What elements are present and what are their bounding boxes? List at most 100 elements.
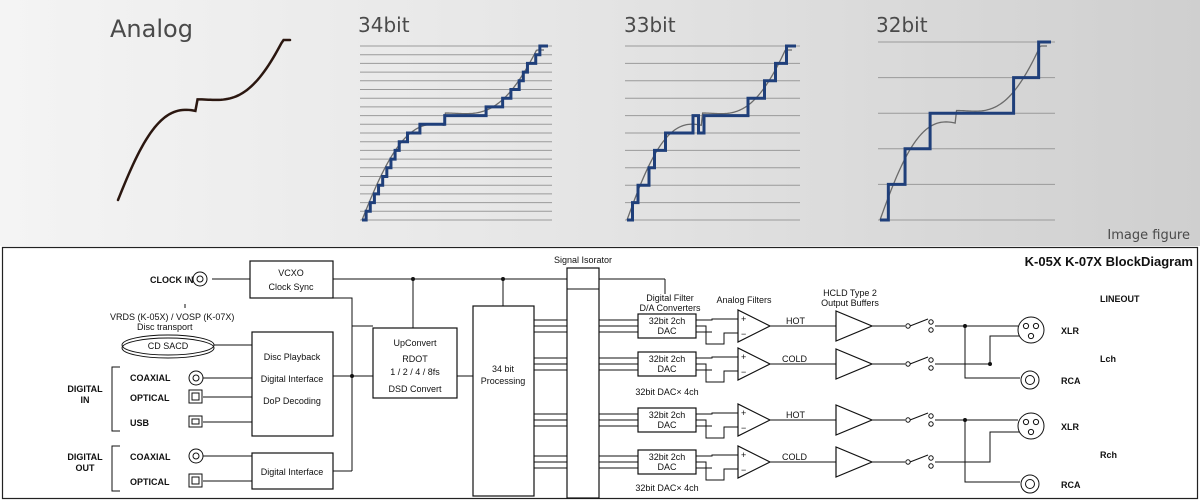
- hot-label-l: HOT: [786, 316, 806, 326]
- usb-in-label: USB: [130, 418, 150, 428]
- cd-sacd-label: CD SACD: [148, 341, 189, 351]
- xlr-connector-r: [1017, 412, 1045, 440]
- relay-contact: [928, 357, 934, 363]
- wires: [184, 278, 1020, 483]
- transport-label: VRDS (K-05X) / VOSP (K-07X): [110, 312, 234, 322]
- dac-label-2: DAC: [657, 420, 677, 430]
- block-diagram: K-05X K-07X BlockDiagram: [0, 246, 1200, 500]
- lineout-label: LINEOUT: [1100, 294, 1140, 304]
- cold-label-r: COLD: [782, 452, 808, 462]
- buffer-triangle: [835, 310, 874, 342]
- lch-label: Lch: [1100, 354, 1116, 364]
- wire: [696, 356, 738, 359]
- relay-arm: [909, 356, 929, 365]
- hot-label-r: HOT: [786, 410, 806, 420]
- relay-arm: [909, 318, 929, 327]
- dac-label: 32bit 2ch: [649, 410, 686, 420]
- disc-icon: [121, 334, 215, 356]
- disc-transport-label: Disc transport: [137, 322, 193, 332]
- dac-label: 32bit 2ch: [649, 316, 686, 326]
- plus-sign: +: [741, 450, 746, 460]
- image-figure-caption: Image figure: [1107, 228, 1190, 243]
- bit-depth-svg: Analog 34bit 33bit 32bit Image figure: [110, 13, 1190, 243]
- panel-title-33bit: 33bit: [624, 13, 676, 37]
- dac-block: [637, 351, 697, 377]
- rch-label: Rch: [1100, 450, 1117, 460]
- coaxial-in-label: COAXIAL: [130, 373, 171, 383]
- staircase-34bit: [360, 44, 552, 222]
- op-amp-triangle: [737, 347, 772, 381]
- clock-sync-label: Clock Sync: [268, 282, 314, 292]
- quantized-staircase: [362, 44, 548, 222]
- signal-isolator-label: Signal Isorator: [554, 255, 612, 265]
- plus-sign: +: [741, 352, 746, 362]
- panel-title-32bit: 32bit: [876, 13, 928, 37]
- dac-count-label-upper: 32bit DAC× 4ch: [635, 387, 698, 397]
- dac-block: [637, 449, 697, 475]
- xlr-label-l: XLR: [1061, 326, 1080, 336]
- buffer-triangle: [835, 348, 874, 380]
- disc-playback-block: [251, 331, 334, 437]
- hcld-label: HCLD Type 2: [823, 288, 877, 298]
- clock-in-label: CLOCK IN: [150, 275, 194, 285]
- relay-contact: [928, 413, 934, 419]
- analog-filters-label: Analog Filters: [716, 295, 772, 305]
- digital-filter-label: Digital Filter: [646, 293, 694, 303]
- da-converters-label: D/A Converters: [639, 303, 701, 313]
- dac-label-2: DAC: [657, 364, 677, 374]
- dac-label-2: DAC: [657, 326, 677, 336]
- digital-in-label: DIGITAL: [67, 384, 103, 394]
- output-buffers-label: Output Buffers: [821, 298, 879, 308]
- minus-sign: −: [741, 329, 746, 339]
- xlr-connector-l: [1017, 316, 1045, 344]
- relay-contact: [928, 421, 934, 427]
- wire: [696, 412, 738, 415]
- plus-sign: +: [741, 314, 746, 324]
- digital-out-label: DIGITAL: [67, 452, 103, 462]
- processing-34bit-block: [472, 305, 535, 497]
- coaxial-out-label: COAXIAL: [130, 452, 171, 462]
- minus-sign: −: [741, 423, 746, 433]
- rca-connector-r: [1020, 474, 1040, 494]
- signal-isolator-block: [566, 267, 600, 499]
- relay-contact: [905, 459, 911, 465]
- relay-arm: [909, 412, 929, 421]
- digital-out-label-2: OUT: [76, 463, 96, 473]
- digital-in-label-2: IN: [81, 395, 90, 405]
- analog-curve-line: [116, 38, 292, 202]
- minus-sign: −: [741, 367, 746, 377]
- upconvert-block: [372, 327, 458, 399]
- upconvert-label: UpConvert: [393, 338, 437, 348]
- quantized-staircase: [880, 40, 1051, 222]
- relay-arm: [909, 454, 929, 463]
- cold-label-l: COLD: [782, 354, 808, 364]
- dac-block: [637, 407, 697, 433]
- optical-out-label: OPTICAL: [130, 477, 170, 487]
- xlr-label-r: XLR: [1061, 422, 1080, 432]
- buffer-triangle: [835, 446, 874, 478]
- dop-decoding-label: DoP Decoding: [263, 396, 321, 406]
- optical-in-label: OPTICAL: [130, 393, 170, 403]
- buffer-triangle: [835, 404, 874, 436]
- wire: [696, 461, 738, 481]
- relay-contact: [928, 327, 934, 333]
- reference-curve: [626, 49, 792, 221]
- wire: [696, 454, 738, 457]
- vcxo-label: VCXO: [278, 268, 304, 278]
- dac-label-2: DAC: [657, 462, 677, 472]
- output-buffers: [835, 310, 874, 478]
- op-amp-triangle: [737, 309, 772, 343]
- output-relays: [905, 318, 934, 469]
- dac-count-label-lower: 32bit DAC× 4ch: [635, 483, 698, 493]
- dac-block: [637, 313, 697, 339]
- relay-contact: [928, 463, 934, 469]
- wire: [696, 363, 738, 383]
- wire: [696, 325, 738, 345]
- panel-title-34bit: 34bit: [358, 13, 410, 37]
- relay-contact: [928, 365, 934, 371]
- analog-filter-amps: +−+−+−+−: [737, 309, 772, 479]
- rdot-label: RDOT: [402, 354, 428, 364]
- wire: [696, 419, 738, 439]
- diagram-frame: [1, 246, 1199, 500]
